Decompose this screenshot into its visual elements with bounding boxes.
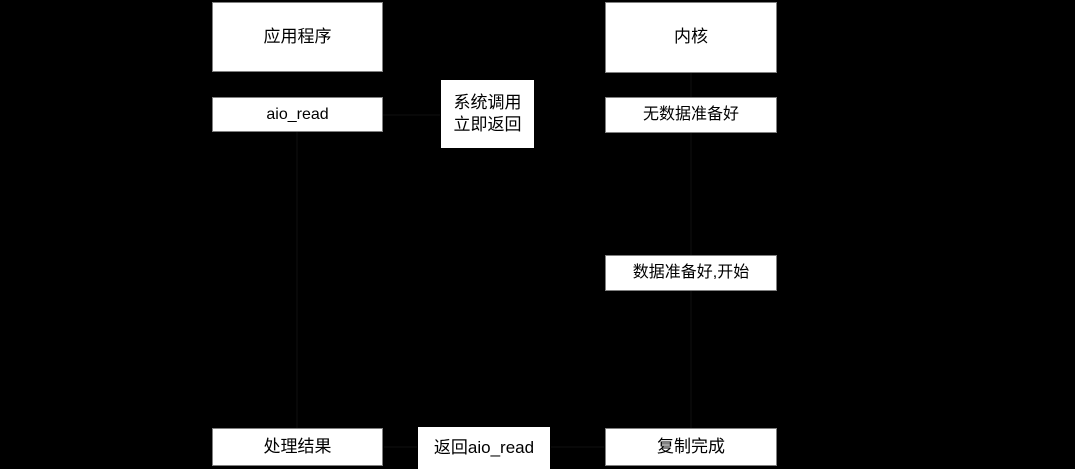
node-syscall-immediate-return: 系统调用 立即返回	[441, 80, 534, 148]
node-data-ready-start: 数据准备好,开始	[605, 255, 777, 291]
node-no-data-ready: 无数据准备好	[605, 97, 777, 133]
node-application: 应用程序	[212, 2, 383, 72]
node-process-result: 处理结果	[212, 428, 383, 466]
node-copy-done: 复制完成	[605, 428, 777, 466]
node-return-aio-read: 返回aio_read	[418, 427, 550, 469]
node-aio-read: aio_read	[212, 97, 383, 132]
node-kernel: 内核	[605, 2, 777, 73]
